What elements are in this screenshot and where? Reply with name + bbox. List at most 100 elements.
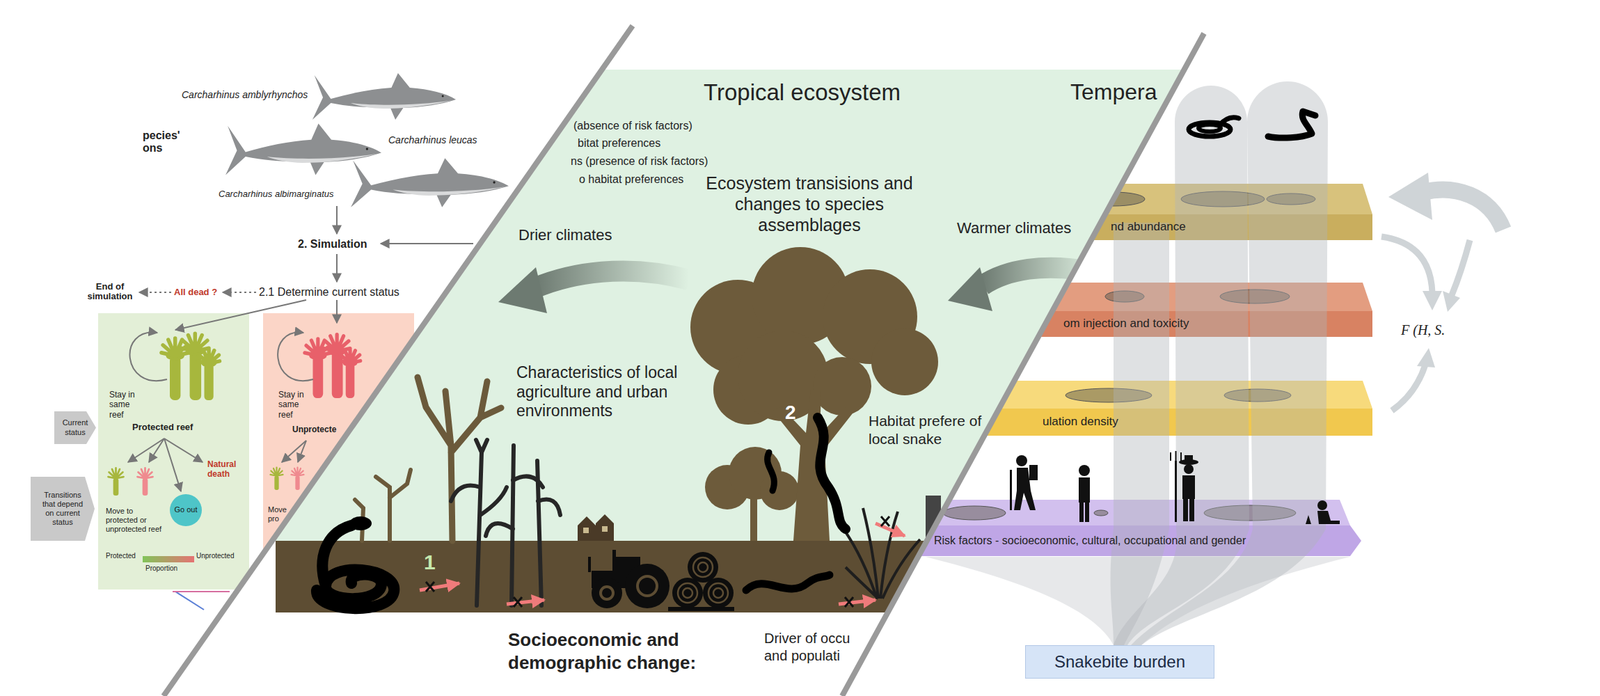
scale-label: Protected [105, 551, 136, 561]
band-label: Risk factors - socioeconomic, cultural, … [933, 533, 1246, 548]
coiled-snake [322, 525, 352, 586]
flow-arrow [277, 332, 314, 382]
feedback-arrow [1451, 240, 1470, 296]
callout-number: 2 [785, 400, 797, 425]
decision-label: All dead ? [173, 286, 218, 298]
small-tree [750, 487, 758, 541]
flow-arrow [336, 206, 338, 234]
feedback-arrow [1422, 290, 1443, 311]
person-icon [1079, 502, 1084, 522]
flow-arrow [175, 299, 307, 330]
shark-figure [350, 157, 509, 208]
outcome-box: Snakebite burden [1025, 645, 1215, 679]
scene-caption: Characteristics of local agriculture and… [516, 363, 705, 422]
person-icon [1016, 455, 1028, 467]
tractor-icon [612, 549, 616, 561]
snake-icon [1219, 117, 1239, 126]
species-name: Carcharhinus leucas [388, 134, 478, 147]
transition-label: Stay in same reef [109, 389, 140, 420]
house-icon [577, 516, 596, 541]
anemone-figure [270, 467, 284, 490]
go-out-circle-shape [169, 494, 202, 527]
band-label: nd abundance [1110, 219, 1186, 234]
dotted-arrow [139, 291, 172, 293]
cross-mark [425, 516, 890, 607]
person-icon [1078, 477, 1090, 503]
transition-label: Move to protected or unprotected reef [105, 506, 163, 535]
tree-snake [767, 452, 775, 491]
step-label: 2. Simulation [297, 237, 368, 251]
corn-plant [450, 439, 561, 606]
person-icon [1305, 515, 1312, 525]
transition-label: Natural death [207, 459, 245, 480]
small-tree [705, 446, 799, 541]
flow-arrow [281, 440, 307, 463]
hay-bale [668, 606, 735, 612]
hay-bale [668, 551, 735, 612]
grass-plant [843, 508, 921, 599]
red-arrow [419, 583, 460, 591]
feedback-arrow [1442, 290, 1461, 312]
person-icon [1183, 498, 1188, 522]
legend-fragment: (absence of risk factors) [573, 119, 693, 133]
hay-bale [713, 588, 724, 598]
tree-snake [817, 417, 846, 529]
cross-mark [881, 516, 890, 527]
panel-heading: Protected reef [132, 421, 193, 433]
section-heading: Socioeconomic and demographic change: [508, 628, 724, 674]
bare-tree [417, 377, 502, 541]
flow-arrow [164, 438, 203, 463]
risk-pillar [925, 556, 1351, 646]
scene-caption: Driver of occu and populati [764, 629, 869, 665]
box-label: Snakebite burden [1054, 652, 1186, 673]
unprotected-reef-panel: Stay in same reefUnprotecteMove pro [263, 313, 415, 590]
red-arrow [506, 599, 545, 605]
section-heading: pecies' ons [142, 129, 192, 156]
panel-divider [163, 25, 1205, 696]
hay-bale [677, 557, 728, 603]
tractor-icon [600, 586, 614, 600]
red-arrow [419, 523, 905, 605]
climate-arrow [498, 267, 548, 314]
temperate-risk-layers [869, 81, 1504, 646]
tractor-icon [588, 549, 670, 609]
tractor-icon [600, 576, 657, 600]
tractor-icon [591, 577, 623, 609]
hay-bale [698, 562, 708, 573]
connector-fragment [175, 591, 204, 610]
house-icon [602, 526, 608, 532]
flow-arrow [380, 242, 474, 245]
small-tree [759, 471, 799, 511]
connector-fragment [172, 591, 230, 610]
person-icon [1170, 450, 1182, 461]
cross-mark [513, 597, 522, 607]
hay-bale [682, 588, 693, 598]
layer-band: ulation density [1036, 408, 1373, 436]
flow-arrow [164, 438, 181, 492]
tree-snake [767, 417, 846, 529]
red-arrow [875, 523, 905, 536]
scale-label: Unprotected [196, 551, 234, 561]
step-label: End of simulation [83, 281, 137, 303]
big-tree [871, 328, 939, 396]
species-name: Carcharhinus albimarginatus [218, 188, 334, 200]
panel-title: Tropical ecosystem [703, 78, 901, 107]
snake-icon [1188, 111, 1316, 138]
feedback-arrow [1416, 347, 1436, 368]
hay-bale [668, 551, 735, 612]
legend-fragment: ns (presence of risk factors) [570, 154, 708, 168]
snake-icon [1268, 111, 1316, 138]
joshua-tree [354, 469, 411, 541]
flow-arrow [297, 440, 307, 463]
anemone-figure [291, 467, 305, 490]
tag-label: Current status [59, 418, 92, 437]
hay-bale [677, 583, 698, 603]
feedback-arrow [1388, 172, 1433, 220]
big-tree [812, 357, 872, 416]
big-tree [772, 389, 853, 541]
go-out-circle: Go out [169, 494, 202, 527]
panel-divider [163, 25, 633, 696]
tractor-icon [624, 563, 670, 609]
legend-fragment: bitat preferences [577, 136, 661, 150]
